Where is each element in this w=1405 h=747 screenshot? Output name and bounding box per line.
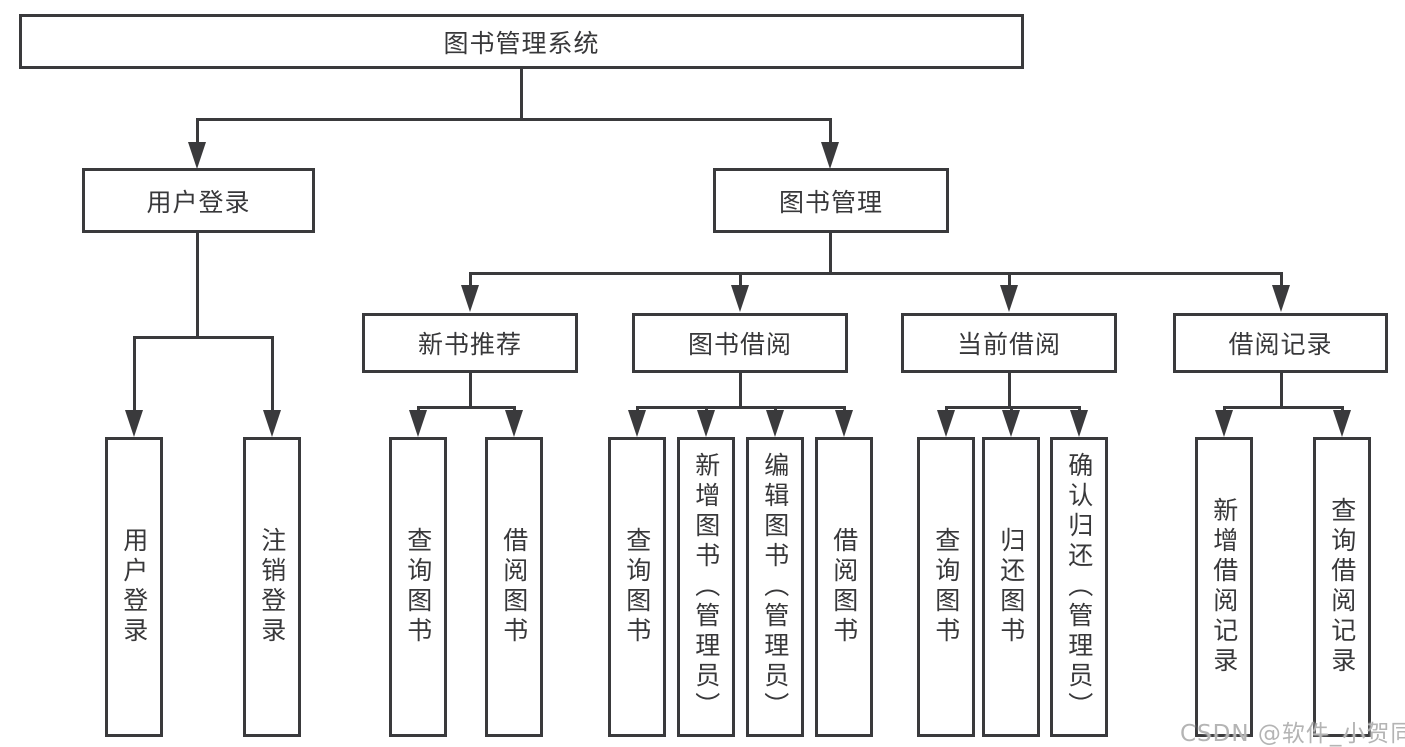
connector-br-trunk <box>1280 373 1283 406</box>
node-bb-borrow-books: 借阅图书 <box>815 437 873 737</box>
node-label: 归还图书 <box>996 527 1026 647</box>
node-cb-return-books: 归还图书 <box>982 437 1040 737</box>
arrowhead-cb-query <box>937 410 955 437</box>
node-user-login: 用户登录 <box>82 168 315 233</box>
connector-cb-trunk <box>1008 373 1011 406</box>
connector-drop-book-management <box>829 118 832 144</box>
node-br-add-record: 新增借阅记录 <box>1195 437 1253 737</box>
node-label: 注销登录 <box>257 527 287 647</box>
connector-bb-trunk <box>739 373 742 406</box>
node-bb-edit-books: 编辑图书（管理员） <box>746 437 804 737</box>
node-user-login-action: 用户登录 <box>105 437 163 737</box>
arrowhead-cb-confirm <box>1070 410 1088 437</box>
node-label: 当前借阅 <box>956 330 1061 359</box>
arrowhead-book-borrowing <box>731 285 749 312</box>
arrowhead-logout-action <box>263 410 281 437</box>
node-nbr-borrow-books: 借阅图书 <box>485 437 543 737</box>
connector-nbr-trunk <box>469 373 472 406</box>
arrowhead-nbr-query <box>409 410 427 437</box>
node-label: 新书推荐 <box>417 330 522 359</box>
node-bb-add-books: 新增图书（管理员） <box>677 437 735 737</box>
node-label: 借阅图书 <box>499 527 529 647</box>
arrowhead-book-management <box>821 142 839 169</box>
node-bb-query-books: 查询图书 <box>608 437 666 737</box>
node-cb-query-books: 查询图书 <box>917 437 975 737</box>
watermark: CSDN @软件_小贺同学 <box>1180 721 1405 747</box>
connector-br-branch <box>1223 406 1343 409</box>
arrowhead-br-add <box>1215 410 1233 437</box>
node-br-query-record: 查询借阅记录 <box>1313 437 1371 737</box>
node-current-borrowing: 当前借阅 <box>901 313 1117 373</box>
arrowhead-cb-return <box>1002 410 1020 437</box>
arrowhead-br-query <box>1333 410 1351 437</box>
connector-user-login-branch <box>133 336 274 339</box>
connector-drop-book-borrowing <box>739 272 742 287</box>
connector-drop-current-borrowing <box>1008 272 1011 287</box>
node-label: 图书管理 <box>778 187 883 217</box>
connector-root-trunk <box>520 69 523 118</box>
arrowhead-nbr-borrow <box>505 410 523 437</box>
connector-drop-borrowing-records <box>1280 272 1283 287</box>
connector-user-login-trunk <box>196 233 199 336</box>
node-label: 新增借阅记录 <box>1209 497 1239 677</box>
arrowhead-bb-add <box>697 410 715 437</box>
arrowhead-user-login <box>188 142 206 169</box>
node-label: 图书管理系统 <box>443 28 600 58</box>
node-cb-confirm-return: 确认归还（管理员） <box>1050 437 1108 737</box>
node-label: 借阅记录 <box>1228 330 1333 359</box>
arrowhead-borrowing-records <box>1272 285 1290 312</box>
node-label: 借阅图书 <box>829 527 859 647</box>
node-label: 查询图书 <box>403 527 433 647</box>
node-label: 用户登录 <box>146 187 251 217</box>
connector-bb-branch <box>636 406 845 409</box>
arrowhead-new-book-recommend <box>461 285 479 312</box>
node-label: 查询图书 <box>931 527 961 647</box>
connector-drop-login-action <box>133 336 136 412</box>
node-label: 用户登录 <box>119 527 149 647</box>
node-label: 新增图书（管理员） <box>691 452 721 722</box>
arrowhead-current-borrowing <box>1000 285 1018 312</box>
node-borrowing-records: 借阅记录 <box>1173 313 1388 373</box>
connector-drop-logout-action <box>271 336 274 412</box>
connector-nbr-branch <box>417 406 516 409</box>
connector-drop-new-book-recommend <box>469 272 472 287</box>
arrowhead-bb-edit <box>766 410 784 437</box>
arrowhead-bb-borrow <box>835 410 853 437</box>
node-logout-action: 注销登录 <box>243 437 301 737</box>
connector-root-branch <box>196 118 832 121</box>
node-book-borrowing: 图书借阅 <box>632 313 848 373</box>
arrowhead-bb-query <box>628 410 646 437</box>
node-new-book-recommend: 新书推荐 <box>362 313 578 373</box>
node-library-management-system: 图书管理系统 <box>19 14 1024 69</box>
arrowhead-login-action <box>125 410 143 437</box>
node-label: 编辑图书（管理员） <box>760 452 790 722</box>
connector-book-mgmt-trunk <box>829 233 832 272</box>
connector-drop-user-login <box>196 118 199 144</box>
node-label: 查询借阅记录 <box>1327 497 1357 677</box>
node-book-management: 图书管理 <box>713 168 949 233</box>
node-label: 图书借阅 <box>687 330 792 359</box>
node-label: 确认归还（管理员） <box>1064 452 1094 722</box>
connector-book-mgmt-branch <box>469 272 1283 275</box>
node-nbr-query-books: 查询图书 <box>389 437 447 737</box>
node-label: 查询图书 <box>622 527 652 647</box>
